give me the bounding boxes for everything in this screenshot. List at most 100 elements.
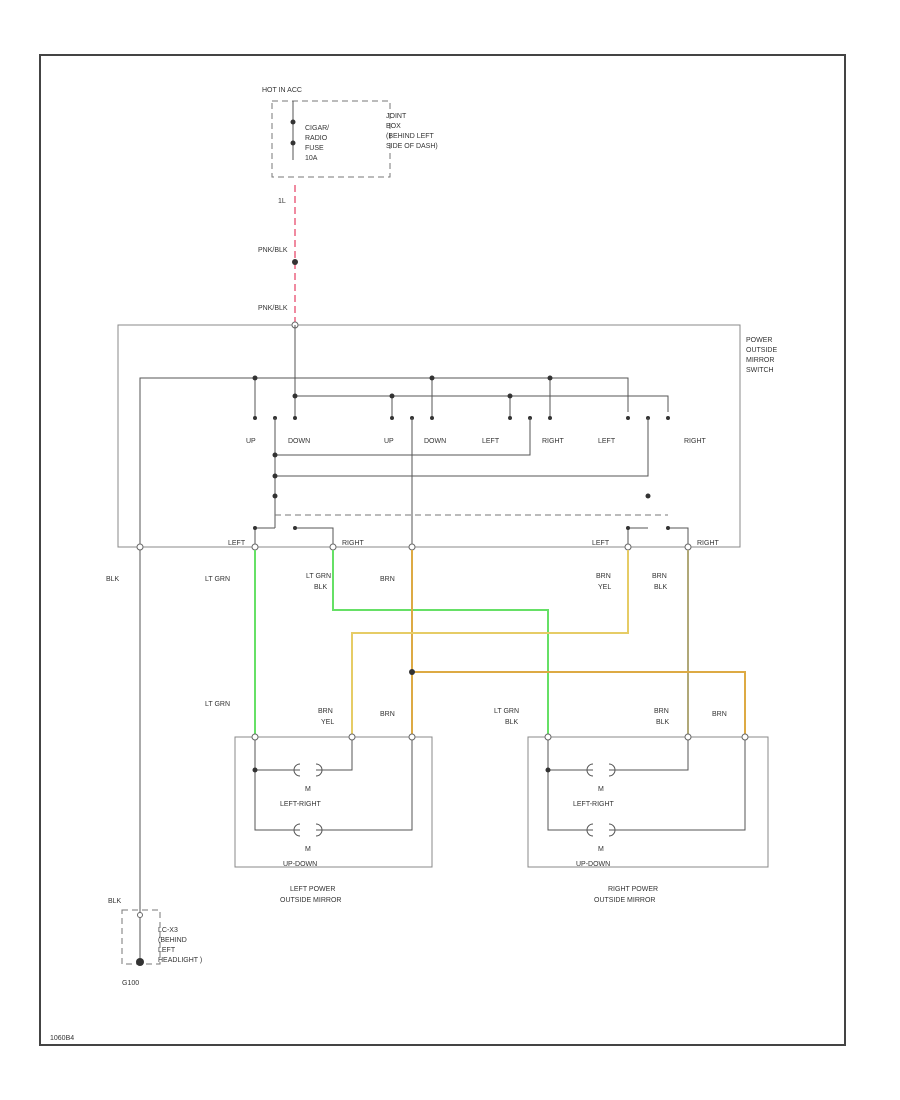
brn-yel-label-1a: BRN <box>596 573 611 580</box>
right-lr-label: LEFT-RIGHT <box>573 801 615 808</box>
lt-grn-blk-label-1a: LT GRN <box>306 573 331 580</box>
ground-blk-label: BLK <box>108 898 122 905</box>
right-mirror-title-1: RIGHT POWER <box>608 886 658 893</box>
bus-dot-3 <box>547 375 553 381</box>
pos-up-2: UP <box>384 438 394 445</box>
left-mirror-title-1: LEFT POWER <box>290 886 335 893</box>
brn-blk-label-1a: BRN <box>652 573 667 580</box>
bus-dot-6 <box>507 393 513 399</box>
box-line-1: JOINT <box>386 113 407 120</box>
lt-grn-blk-label-2a: LT GRN <box>494 708 519 715</box>
left-ud-label: UP-DOWN <box>283 861 317 868</box>
fuse-line-4: 10A <box>305 155 318 162</box>
brn-yel-wire <box>351 550 629 737</box>
lead-dot-3 <box>626 526 630 530</box>
pos-down-2: DOWN <box>424 438 446 445</box>
pos-right-2: RIGHT <box>684 438 707 445</box>
fuse-line-1: CIGAR/ <box>305 125 329 132</box>
left-b-lead <box>627 527 648 547</box>
fuse-line-3: FUSE <box>305 145 324 152</box>
pos-left-1: LEFT <box>482 438 500 445</box>
bus-dot-5 <box>389 393 395 399</box>
ground-line-2: (BEHIND <box>158 937 187 944</box>
term-left-a: LEFT <box>228 540 246 547</box>
brn-yel-label-1b: YEL <box>598 584 611 591</box>
fuse-node-bottom <box>290 140 296 146</box>
right-mirror-box <box>527 736 769 868</box>
lead-dot-4 <box>666 526 670 530</box>
left-mirror-box <box>234 736 433 868</box>
box-line-2: BOX <box>386 123 401 130</box>
term-right-b: RIGHT <box>697 540 720 547</box>
brn-label-2: BRN <box>380 711 395 718</box>
switch-contacts <box>253 416 670 420</box>
contact-dot-3 <box>272 493 278 499</box>
left-lr-label: LEFT-RIGHT <box>280 801 322 808</box>
outer-frame <box>39 54 846 1046</box>
brn-label-1: BRN <box>380 576 395 583</box>
left-mirror: M LEFT-RIGHT M UP-DOWN LEFT POWER OUTSID… <box>234 733 433 904</box>
pos-left-2: LEFT <box>598 438 616 445</box>
fuse-line-2: RADIO <box>305 135 328 142</box>
brn-wire-right <box>412 671 746 737</box>
switch-title-4: SWITCH <box>746 367 774 374</box>
wire-code-label: 1L <box>278 198 286 205</box>
box-line-3: (BEHIND LEFT <box>386 133 435 140</box>
right-mirror-title-2: OUTSIDE MIRROR <box>594 897 655 904</box>
left-motor-m2: M <box>305 846 311 853</box>
mirror-switch-box <box>117 324 741 548</box>
term-left-b: LEFT <box>592 540 610 547</box>
switch-title-1: POWER <box>746 337 772 344</box>
ground-icon <box>136 958 144 966</box>
pink-splice <box>292 259 298 265</box>
lt-grn-label-2: LT GRN <box>205 701 230 708</box>
right-ud-label: UP-DOWN <box>576 861 610 868</box>
pink-blk-label-2: PNK/BLK <box>258 305 288 312</box>
brn-yel-label-2a: BRN <box>318 708 333 715</box>
box-line-4: SIDE OF DASH) <box>386 143 438 150</box>
bus-dot-1 <box>252 375 258 381</box>
lead-dot-2 <box>293 526 297 530</box>
ground-line-1: LC-X3 <box>158 927 178 934</box>
footer-code: 1060B4 <box>50 1035 74 1042</box>
contact-link-2 <box>275 418 649 477</box>
lt-grn-blk-label-1b: BLK <box>314 584 328 591</box>
lt-grn-blk-label-2b: BLK <box>505 719 519 726</box>
bus-dot-4 <box>292 393 298 399</box>
lt-grn-blk-wire <box>332 550 549 737</box>
brn-yel-label-2b: YEL <box>321 719 334 726</box>
lt-grn-label-1: LT GRN <box>205 576 230 583</box>
switch-ground-bus <box>139 377 629 547</box>
right-motor-m1: M <box>598 786 604 793</box>
contact-link-1 <box>275 418 531 456</box>
ground-line-3: LEFT <box>158 947 176 954</box>
ground-point: BLK LC-X3 (BEHIND LEFT HEADLIGHT ) G100 <box>108 898 202 987</box>
pos-right-1: RIGHT <box>542 438 565 445</box>
term-right-a: RIGHT <box>342 540 365 547</box>
lead-dot-1 <box>253 526 257 530</box>
switch-power-bus <box>294 325 669 412</box>
switch-title-3: MIRROR <box>746 357 774 364</box>
joint-box-outline <box>271 100 391 178</box>
brn-blk-label-2a: BRN <box>654 708 669 715</box>
brn-splice <box>409 669 415 675</box>
brn-blk-label-2b: BLK <box>656 719 670 726</box>
right-b-lead <box>668 527 689 547</box>
fuse-node-top <box>290 119 296 125</box>
bus-dot-2 <box>429 375 435 381</box>
pink-blk-label-1: PNK/BLK <box>258 247 288 254</box>
contact-dot-2 <box>272 473 278 479</box>
left-a-lead <box>254 527 275 547</box>
switch-title-2: OUTSIDE <box>746 347 777 354</box>
blk-label: BLK <box>106 576 120 583</box>
contact-dot-4 <box>645 493 651 499</box>
left-motor-m1: M <box>305 786 311 793</box>
ground-id: G100 <box>122 980 139 987</box>
hot-title: HOT IN ACC <box>262 87 302 94</box>
brn-blk-label-1b: BLK <box>654 584 668 591</box>
contact-dot-1 <box>272 452 278 458</box>
right-mirror: M LEFT-RIGHT M UP-DOWN RIGHT POWER OUTSI… <box>527 733 769 904</box>
pos-down-1: DOWN <box>288 438 310 445</box>
ground-line-4: HEADLIGHT ) <box>158 957 202 964</box>
